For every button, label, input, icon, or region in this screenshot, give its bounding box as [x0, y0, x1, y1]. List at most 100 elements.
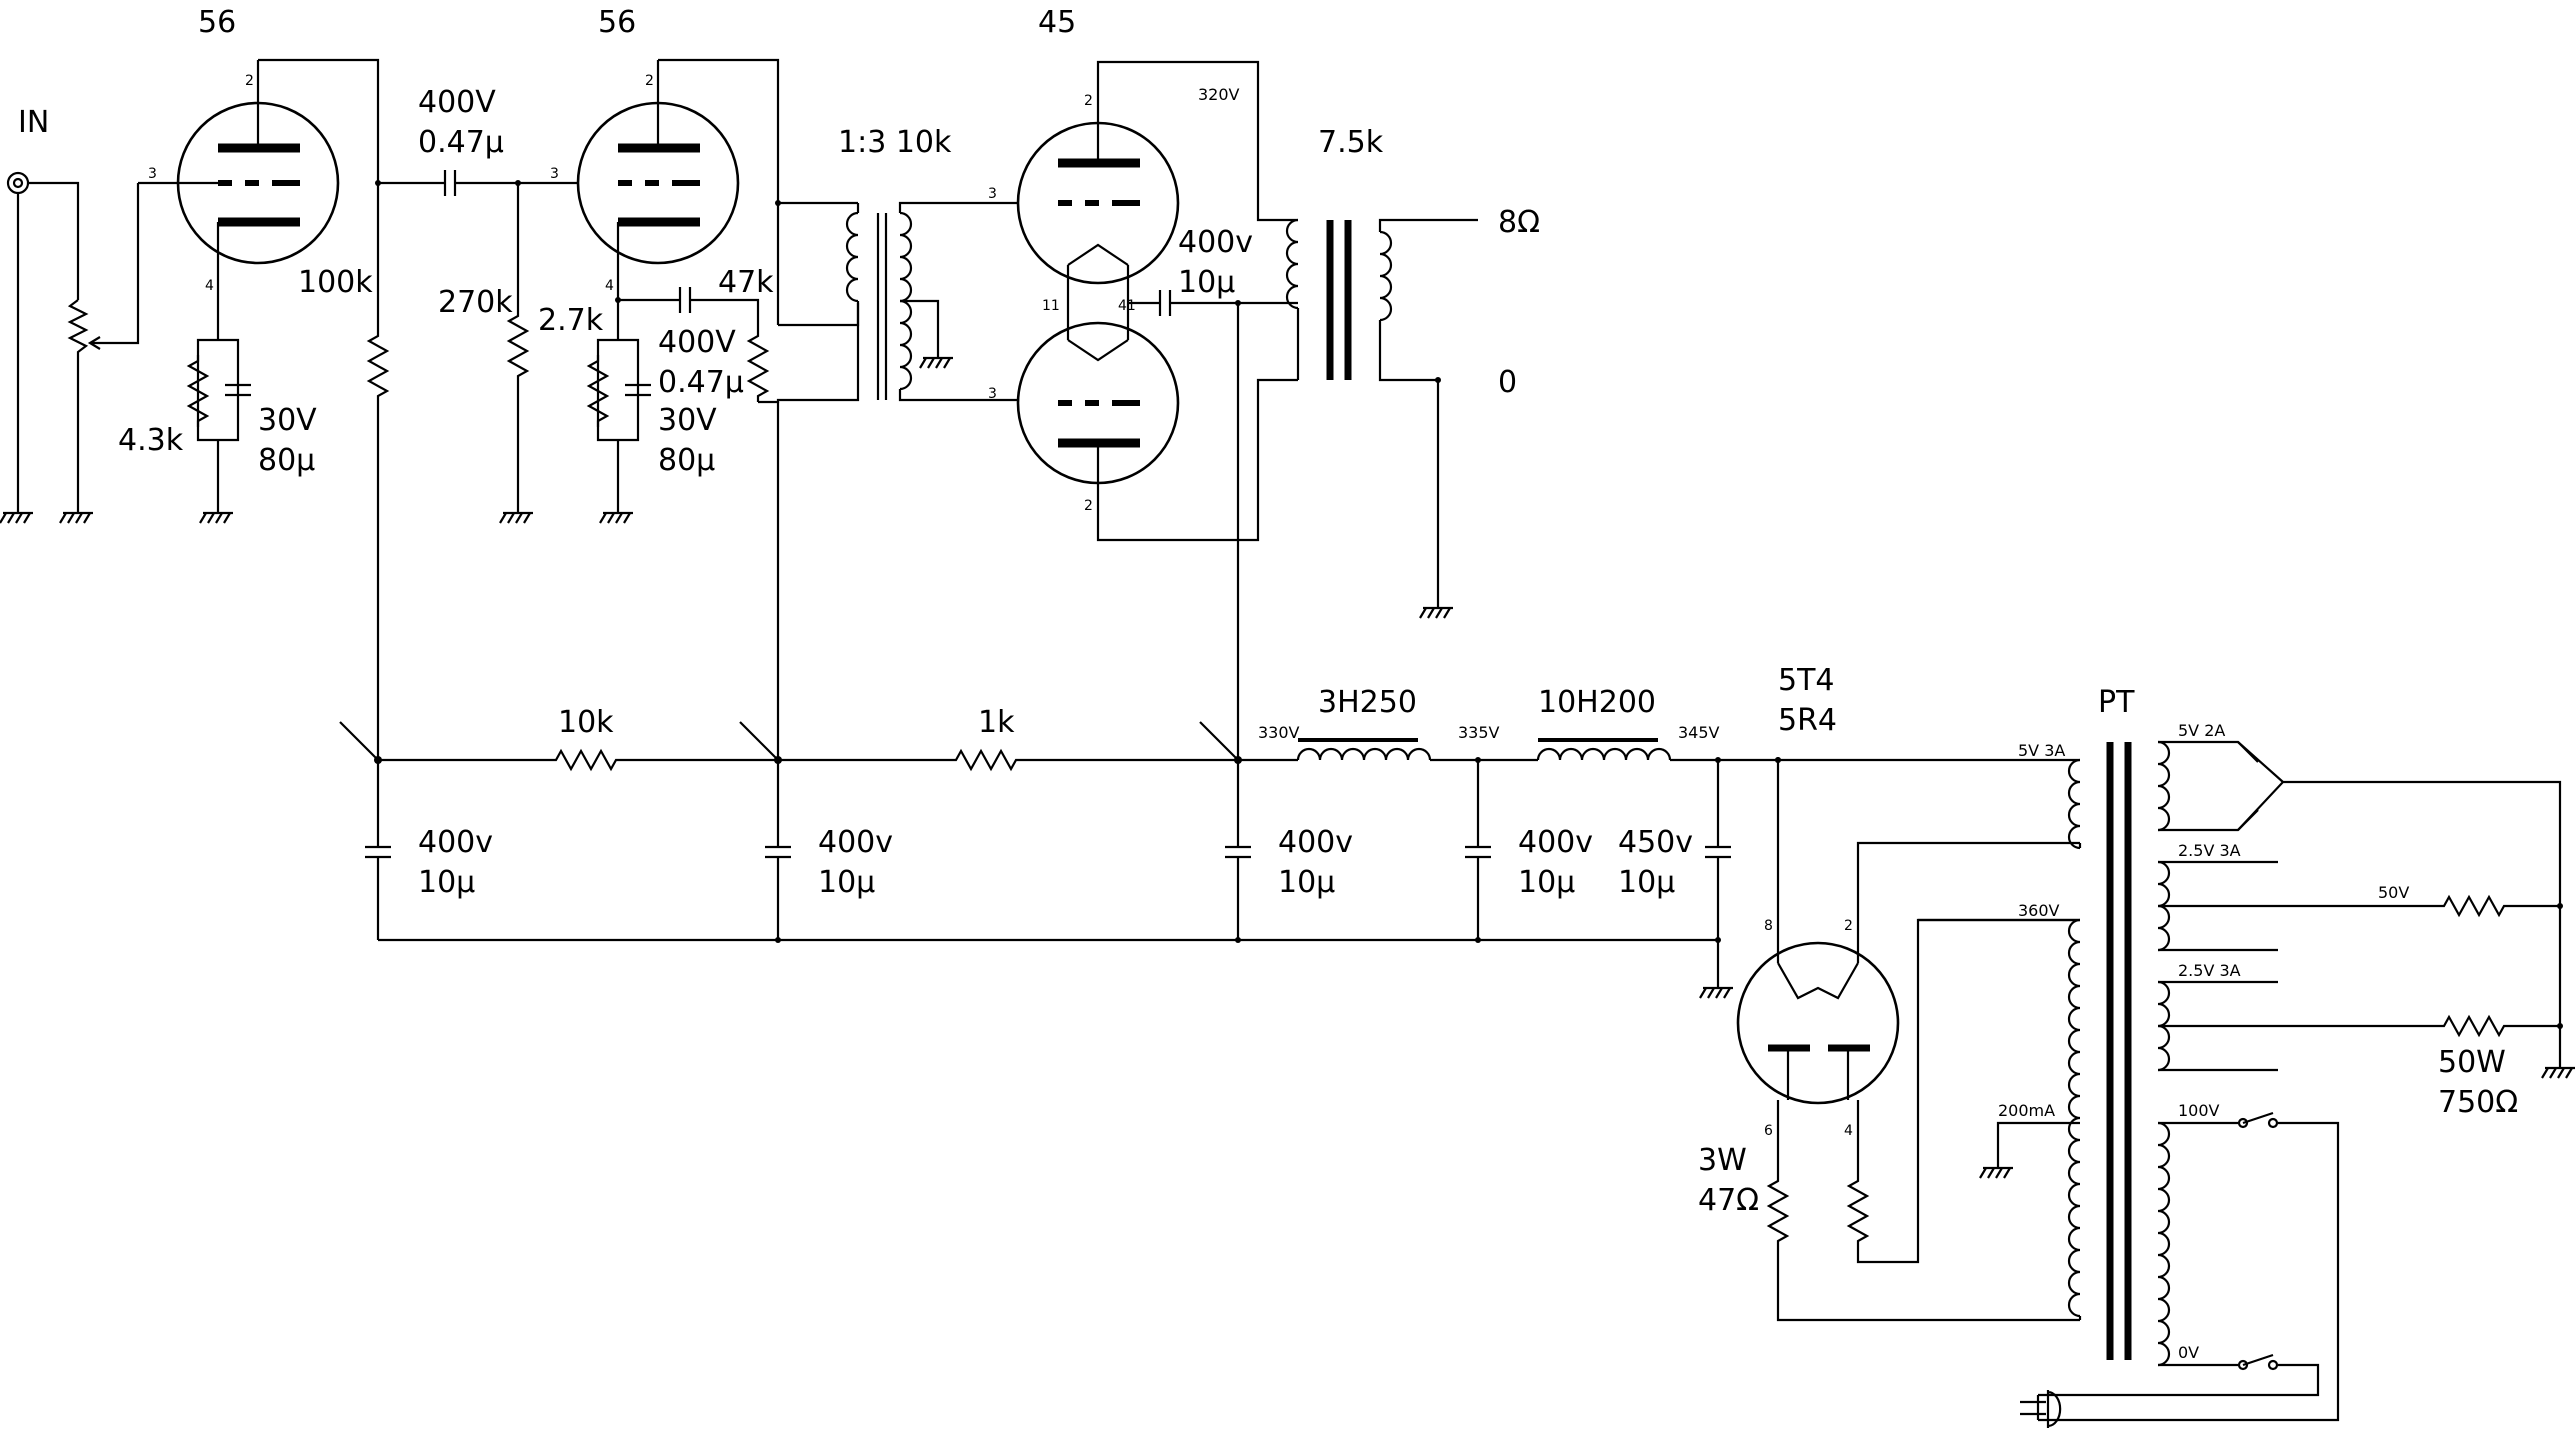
feedback-resistor — [747, 328, 769, 404]
winding-25v3a-b: 2.5V 3A — [2178, 961, 2241, 980]
fuse-switch[interactable] — [2237, 1111, 2279, 1129]
rectifier-resistor-2 — [1847, 1173, 1869, 1249]
output-transformer — [1285, 218, 1478, 600]
pin-label: 8 — [1764, 918, 1773, 934]
ground-symbol — [58, 503, 95, 525]
rectifier-tube — [1736, 760, 2080, 1105]
ground-tap-label: 0 — [1498, 365, 1517, 400]
pin-label: 4 — [1844, 1123, 1853, 1139]
power-transformer-label: PT — [2098, 685, 2135, 720]
choke2-label: 10H200 — [1538, 685, 1656, 720]
power-switch[interactable] — [2237, 1353, 2279, 1371]
winding-360v: 360V — [2018, 901, 2060, 920]
pin-label: 4 — [605, 278, 614, 294]
power-plug-icon — [2020, 1390, 2062, 1428]
tube-v2 — [576, 60, 740, 340]
voltage-330: 330V — [1258, 723, 1300, 742]
winding-5v2a: 5V 2A — [2178, 721, 2225, 740]
v2-cathode-cap-voltage: 30V — [658, 403, 717, 438]
feedback-cap — [678, 285, 692, 315]
pin-label: 2 — [1084, 498, 1093, 514]
filter-cap-1 — [363, 845, 393, 859]
supply-resistor-1k — [948, 749, 1024, 771]
voltage-335: 335V — [1458, 723, 1500, 742]
power-transformer — [1918, 740, 2563, 1422]
cap3-value: 10μ — [1278, 865, 1335, 900]
choke1-label: 3H250 — [1318, 685, 1417, 720]
ground-symbol — [198, 503, 235, 525]
volume-pot[interactable] — [67, 183, 140, 505]
output-bypass-cap-value: 10μ — [1178, 265, 1235, 300]
v2-cathode-resistor-value: 2.7k — [538, 303, 604, 338]
input-label: IN — [18, 105, 49, 140]
filter-cap-4 — [1463, 845, 1493, 859]
output-supply-voltage: 320V — [1198, 85, 1240, 104]
supply-resistor-10k — [548, 749, 624, 771]
winding-25v3a-a: 2.5V 3A — [2178, 841, 2241, 860]
winding-200ma: 200mA — [1998, 1101, 2055, 1120]
output-bypass-cap — [1158, 288, 1172, 318]
cap2-voltage: 400v — [818, 825, 893, 860]
output-tube-upper — [1016, 60, 1298, 285]
pin-label: 3 — [988, 186, 997, 202]
hum-balance-resistor-2 — [2436, 1015, 2512, 1037]
hum-balance-resistor-1 — [2436, 895, 2512, 917]
v1-cathode-resistor-value: 4.3k — [118, 423, 184, 458]
output-bypass-cap-voltage: 400v — [1178, 225, 1253, 260]
pin-label: 3 — [988, 386, 997, 402]
v1-cathode-cap-voltage: 30V — [258, 403, 317, 438]
load-value: 750Ω — [2438, 1085, 2518, 1120]
pin-label: 41 — [1118, 298, 1136, 314]
filter-cap-2 — [763, 845, 793, 859]
rectifier-resistor-value: 47Ω — [1698, 1183, 1759, 1218]
winding-5v3a: 5V 3A — [2018, 741, 2065, 760]
pin-label: 6 — [1764, 1123, 1773, 1139]
ground-symbol — [0, 503, 35, 525]
cap1-voltage: 400v — [418, 825, 493, 860]
v1-cathode-cap-value: 80μ — [258, 443, 315, 478]
plate-resistor-v1 — [367, 328, 389, 404]
tap-50v: 50V — [2378, 883, 2409, 902]
grid-resistor-value: 270k — [438, 285, 513, 320]
voltage-345: 345V — [1678, 723, 1720, 742]
v1-plate-resistor-value: 100k — [298, 265, 373, 300]
coupling-cap — [443, 168, 457, 198]
tube-v1-label: 56 — [198, 5, 236, 40]
grid-resistor — [507, 308, 529, 384]
cap5-voltage: 450v — [1618, 825, 1693, 860]
pin-label: 2 — [645, 73, 654, 89]
supply-resistor-10k-value: 10k — [558, 705, 614, 740]
interstage-transformer — [776, 201, 1018, 403]
coupling-cap-value: 0.47μ — [418, 125, 504, 160]
cap4-value: 10μ — [1518, 865, 1575, 900]
rectifier-resistor-power: 3W — [1698, 1143, 1747, 1178]
rectifier-resistor-47 — [1767, 1173, 1789, 1249]
pin-label: 2 — [245, 73, 254, 89]
output-transformer-impedance: 7.5k — [1318, 125, 1384, 160]
pin-label: 4 — [205, 278, 214, 294]
input-jack[interactable] — [6, 171, 30, 195]
ground-symbol — [1698, 978, 1735, 1000]
pin-label: 2 — [1084, 93, 1093, 109]
ground-symbol — [1418, 598, 1455, 620]
cap2-value: 10μ — [818, 865, 875, 900]
output-tube-label: 45 — [1038, 5, 1076, 40]
v2-feedback-cap-value: 0.47μ — [658, 365, 744, 400]
ground-symbol — [1978, 1158, 2015, 1180]
v2-cathode-cap-value: 80μ — [658, 443, 715, 478]
coupling-cap-voltage: 400V — [418, 85, 496, 120]
pin-label: 2 — [1844, 918, 1853, 934]
ground-symbol — [498, 503, 535, 525]
tube-v2-label: 56 — [598, 5, 636, 40]
filter-cap-3 — [1223, 845, 1253, 859]
cap3-voltage: 400v — [1278, 825, 1353, 860]
choke-10h200 — [1536, 738, 2020, 762]
pin-label: 3 — [550, 166, 559, 182]
rectifier-label-2: 5R4 — [1778, 703, 1837, 738]
v2-feedback-cap-voltage: 400V — [658, 325, 736, 360]
pin-label: 3 — [148, 166, 157, 182]
output-tube-lower — [1016, 321, 1298, 542]
load-power: 50W — [2438, 1045, 2506, 1080]
rectifier-label-1: 5T4 — [1778, 663, 1835, 698]
